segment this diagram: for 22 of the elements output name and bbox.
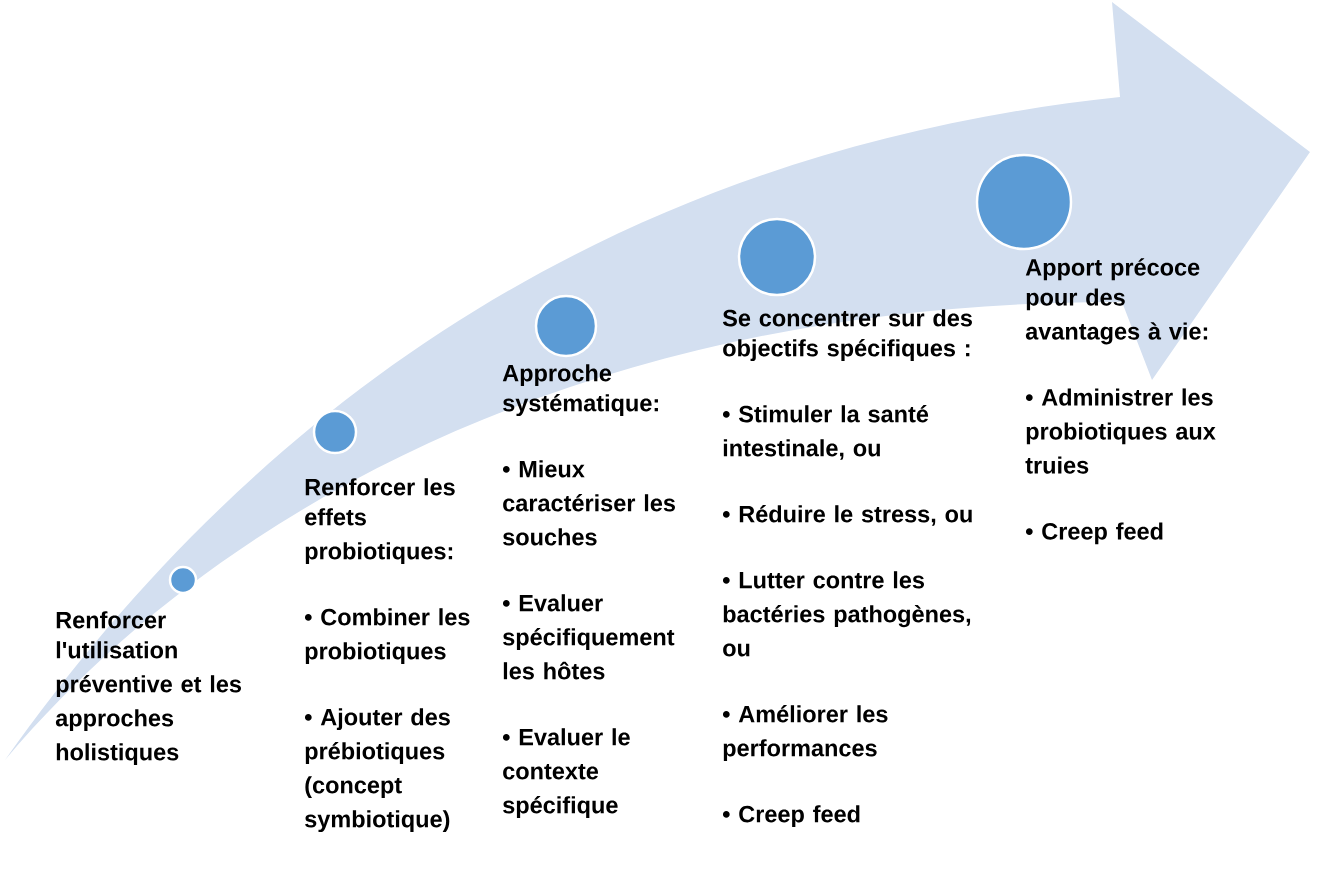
bullet-text: • Evaluer le contexte spécifique: [502, 728, 630, 819]
step-circle: [168, 565, 198, 595]
bullet-text: • Creep feed: [722, 805, 860, 828]
step-circle: [534, 294, 598, 358]
bullet-text: • Creep feed: [1025, 522, 1163, 545]
bullet-text: • Réduire le stress, ou: [722, 505, 972, 526]
bullet-text: • Combiner les probiotiques: [304, 608, 470, 665]
bullet-text: • Lutter contre les bactéries pathogènes, ou: [722, 571, 971, 657]
bullet-text: • Stimuler la santé intestinale, ou: [722, 405, 929, 460]
bullet-text: • Ajouter des prébiotiques (concept symbiotique): [304, 708, 450, 833]
step-circle: [975, 153, 1073, 251]
step-heading: Se concentrer sur des objectifs spécifiques :: [722, 309, 972, 362]
step-circle: [737, 217, 817, 297]
bullet-text: • Mieux caractériser les souches: [502, 460, 675, 546]
bullet-text: • Evaluer spécifiquement les hôtes: [502, 594, 675, 680]
step-heading: Renforcer l'utilisation préventive et les approches holistiques: [55, 611, 241, 766]
step-heading: Renforcer les effets probiotiques:: [305, 478, 455, 565]
bullet-text: • Administrer les probiotiques aux truies: [1025, 388, 1216, 474]
step-heading: Approche systématique:: [502, 364, 658, 417]
step-circle: [312, 409, 358, 455]
bullet-text: • Améliorer les performances: [722, 705, 888, 762]
step-heading: Apport précoce pour des avantages à vie:: [1025, 258, 1208, 345]
